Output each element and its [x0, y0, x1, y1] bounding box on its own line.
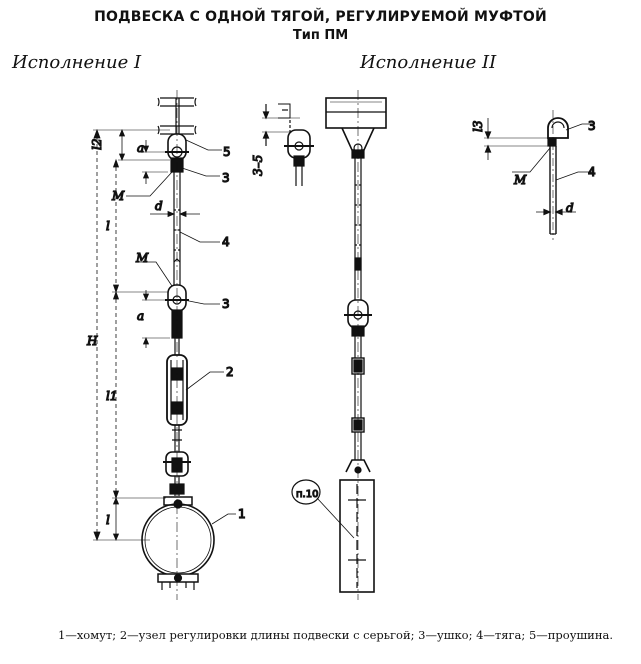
dim-l1 — [112, 290, 166, 500]
label-3-5: 3–5 — [251, 155, 265, 176]
label-l2: l2 — [90, 139, 104, 150]
label-M-middle: M — [135, 251, 149, 265]
lower-fitting-2 — [339, 459, 375, 593]
legend-caption: 1—хомут; 2—узел регулировки длины подвес… — [58, 628, 614, 642]
version-1-heading: Исполнение I — [12, 52, 142, 73]
part-3-label-top: 3 — [222, 171, 230, 185]
label-a-top: a — [137, 141, 144, 155]
version-2-heading: Исполнение II — [360, 52, 497, 73]
label-M-top: M — [111, 189, 125, 203]
detail-eye-end: l3 M d 3 4 — [470, 110, 596, 240]
label-d-detail: d — [566, 201, 574, 215]
ref-callout: п.10 — [291, 479, 355, 539]
part-2-label: 2 — [226, 365, 234, 379]
label-l-upper: l — [106, 219, 110, 233]
label-l1: l1 — [106, 389, 117, 403]
dim-d-1 — [150, 210, 200, 218]
dim-l-lower — [112, 496, 120, 542]
label-M-detail: M — [513, 173, 527, 187]
dim-a-middle — [142, 290, 170, 348]
label-l3: l3 — [471, 120, 485, 132]
dim-H — [93, 128, 170, 542]
label-a-middle: a — [137, 309, 144, 323]
part-4-label: 4 — [222, 235, 230, 249]
dim-l-upper — [112, 158, 168, 294]
dim-l2 — [118, 128, 170, 162]
rod-upper — [173, 172, 181, 263]
part-1-label: 1 — [238, 507, 246, 521]
label-H: H — [86, 334, 98, 348]
version-2-assembly: п.10 — [291, 90, 387, 600]
leaders-1 — [126, 139, 236, 525]
pipe-clamp — [141, 496, 215, 590]
label-l-lower: l — [106, 513, 110, 527]
detail-lug-view: 3–5 — [250, 103, 314, 186]
drawing-subtitle: Тип ПМ — [292, 28, 349, 43]
part-4-label-detail: 4 — [588, 165, 596, 179]
ref-label: п.10 — [296, 489, 318, 500]
beam-2 — [325, 97, 387, 129]
part-3-label-middle: 3 — [222, 297, 230, 311]
label-d-1: d — [155, 199, 163, 213]
version-1-assembly: l2 a M d l M a H l1 l 5 3 4 3 2 1 — [85, 90, 246, 600]
part-3-label-detail: 3 — [588, 119, 596, 133]
dim-a-top — [142, 140, 168, 184]
drawing-title: ПОДВЕСКА С ОДНОЙ ТЯГОЙ, РЕГУЛИРУЕМОЙ МУФ… — [94, 9, 547, 25]
part-5-label: 5 — [223, 145, 231, 159]
